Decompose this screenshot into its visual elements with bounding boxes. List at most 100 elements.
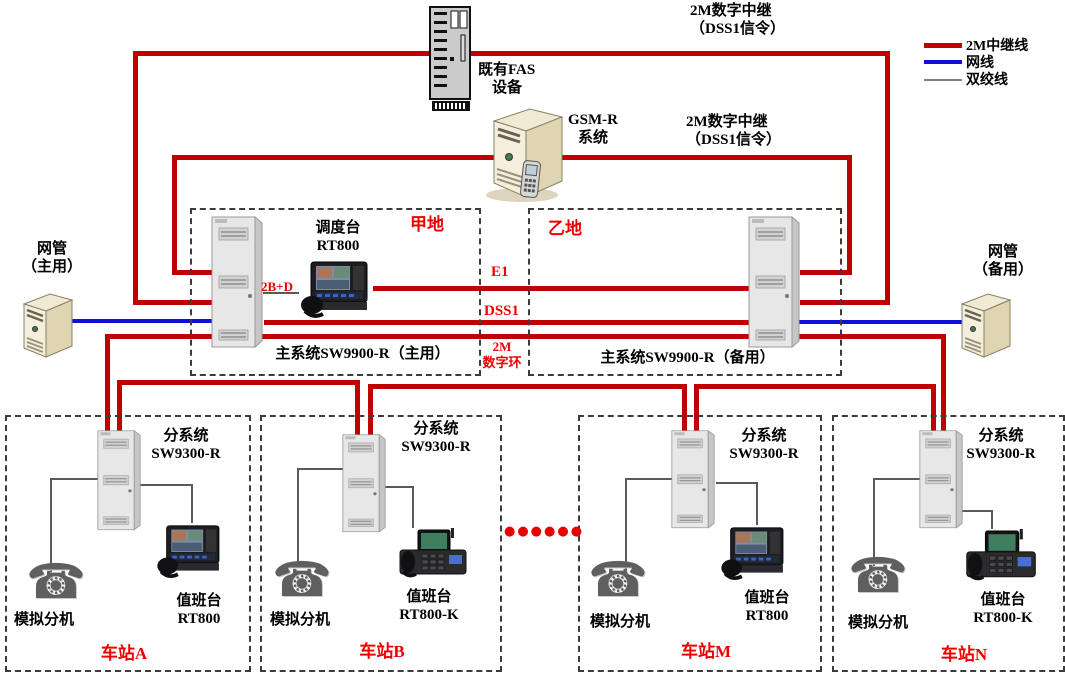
station-b-phone-label: 模拟分机: [269, 612, 330, 628]
zone-box-yi: [528, 208, 842, 376]
zone-jia-label: 甲地: [410, 215, 444, 234]
line-station-n-down: [931, 384, 936, 432]
wire-b-phone-h: [297, 468, 345, 470]
wire-a-console-h: [138, 484, 193, 486]
line-2m-trunk-gsmr-right: [847, 155, 852, 275]
main-cabinet-backup-icon: [748, 215, 800, 355]
line-2m-ring-main: [105, 334, 946, 339]
main-cabinet-primary-icon: [211, 215, 263, 355]
zone-yi-label: 乙地: [548, 219, 582, 238]
station-n-name: 车站N: [940, 645, 988, 664]
line-station-m-down: [682, 384, 687, 432]
legend-swatch-twisted-pair: [924, 79, 962, 81]
station-m-name: 车站M: [680, 642, 732, 661]
station-n-phone-label: 模拟分机: [847, 615, 908, 631]
line-2m-trunk-fas-left-in: [133, 300, 213, 305]
duty-console-m-rt800-icon: [715, 525, 793, 586]
station-box-a: [5, 415, 251, 672]
line-ring-to-station-n: [941, 334, 946, 432]
analog-phone-a-icon: ☎: [26, 554, 86, 610]
legend-swatch-lan: [924, 60, 962, 64]
line-station-m-up: [694, 384, 699, 432]
zone-box-jia: [190, 208, 481, 376]
nm-primary-label: 网管（主用）: [21, 241, 82, 275]
station-box-n: [832, 415, 1065, 672]
link-e1-label: E1: [491, 264, 509, 280]
fas-rack-icon: [428, 5, 474, 117]
line-2m-trunk-fas-right-in: [800, 300, 890, 305]
line-dss1: [264, 320, 752, 325]
omitted-stations-ellipsis: ●●●●●●: [504, 524, 585, 539]
line-2m-trunk-fas-left: [133, 51, 138, 305]
legend-label-trunk: 2M中继线: [966, 39, 1029, 54]
line-2m-trunk-gsmr-right-in: [800, 270, 852, 275]
nm-backup-server-icon: [954, 291, 1014, 366]
analog-phone-b-icon: ☎: [272, 552, 332, 608]
trunk-gsmr-label: 2M数字中继（DSS1信令）: [686, 114, 782, 148]
line-ring-to-station-a: [105, 334, 110, 432]
main-system-backup-label: 主系统SW9900-R（备用）: [600, 350, 775, 366]
station-a-name: 车站A: [100, 644, 148, 663]
line-2m-trunk-gsmr-left-in: [172, 270, 213, 275]
line-ring-m-n: [694, 384, 936, 389]
wire-m-console-v: [756, 482, 758, 526]
wire-b-phone-v: [297, 468, 299, 568]
wire-a-phone-v: [50, 478, 52, 572]
wire-n-console-v: [991, 510, 993, 534]
legend-row-twisted-pair: 双绞线: [924, 71, 1064, 88]
wire-2bd-dispatcher: [263, 292, 313, 294]
gsmr-server-icon: [482, 105, 566, 208]
link-2m-ring-label-l1: 2M: [492, 339, 512, 354]
station-n-cabinet-icon: [919, 429, 963, 535]
wire-m-phone-v: [625, 478, 627, 570]
legend-row-trunk: 2M中继线: [924, 37, 1064, 54]
nm-primary-server-icon: [16, 291, 76, 366]
station-a-phone-label: 模拟分机: [13, 612, 74, 628]
station-box-m: [578, 415, 822, 672]
wire-a-console-v: [191, 484, 193, 526]
wire-n-phone-h: [873, 478, 923, 480]
duty-console-n-rt800k-icon: [960, 529, 1040, 588]
line-lan-nm-primary: [70, 319, 215, 323]
wire-b-console-v: [412, 486, 414, 532]
analog-phone-m-icon: ☎: [588, 552, 648, 608]
line-ring-b-m: [368, 384, 687, 389]
link-dss1-label: DSS1: [484, 303, 520, 319]
station-m-cabinet-icon: [671, 429, 715, 535]
wire-n-phone-v: [873, 478, 875, 566]
line-2m-trunk-gsmr-left: [172, 155, 177, 275]
line-2m-trunk-fas-right: [885, 51, 890, 305]
wire-m-console-h: [716, 482, 758, 484]
station-box-b: [260, 415, 502, 672]
line-e1: [372, 286, 752, 291]
nm-backup-label: 网管（备用）: [972, 244, 1033, 278]
station-b-cabinet-icon: [342, 433, 386, 539]
link-2m-ring-label-l2: 数字环: [482, 355, 522, 370]
legend-label-lan: 网线: [966, 56, 994, 71]
line-station-a-up: [117, 380, 122, 432]
wire-m-phone-h: [625, 478, 675, 480]
legend-label-twisted-pair: 双绞线: [966, 73, 1008, 88]
line-station-b-down: [355, 380, 360, 436]
wire-b-console-h: [378, 486, 414, 488]
line-station-b-up: [368, 384, 373, 436]
legend-row-lan: 网线: [924, 54, 1064, 71]
dispatcher-console-rt800-icon: [299, 259, 373, 324]
link-2bd-label: 2B+D: [261, 279, 293, 294]
line-lan-nm-backup: [798, 320, 963, 324]
station-m-phone-label: 模拟分机: [589, 614, 650, 630]
wire-a-phone-h: [50, 478, 100, 480]
duty-console-b-rt800k-icon: [394, 528, 470, 585]
line-2m-trunk-fas-top: [133, 51, 890, 56]
analog-phone-n-icon: ☎: [848, 548, 908, 604]
